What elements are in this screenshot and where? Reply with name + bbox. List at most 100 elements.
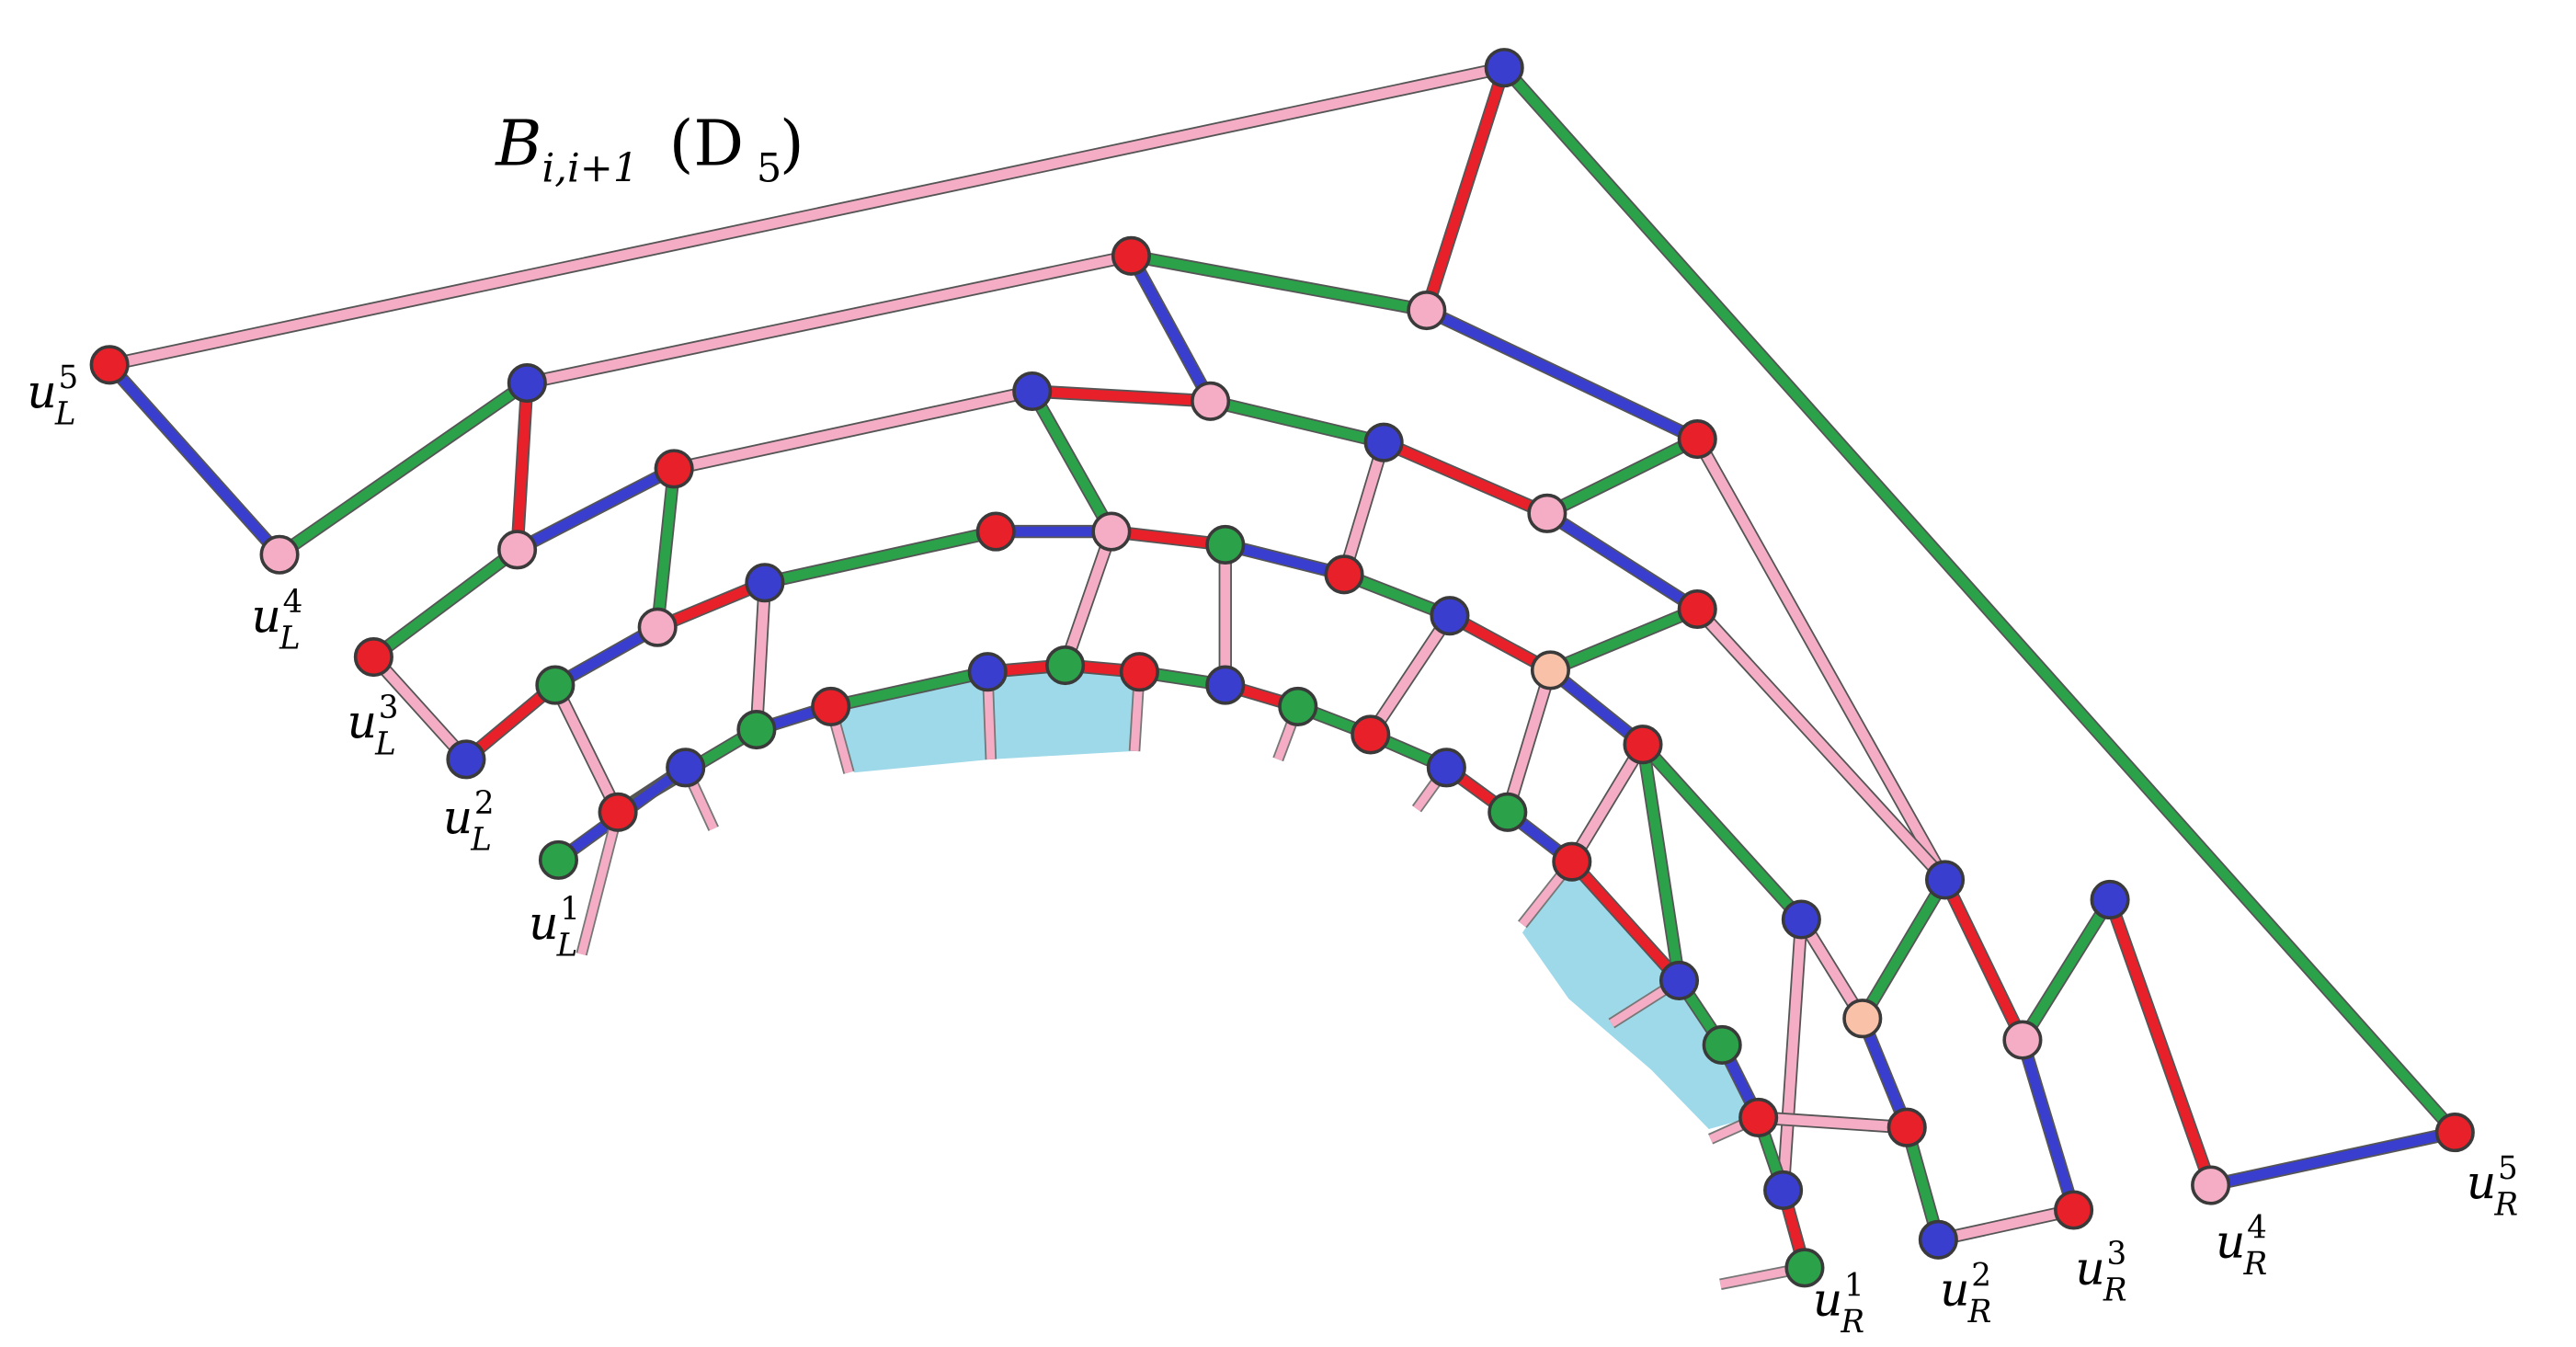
edge-pink <box>550 679 623 817</box>
edge-pink <box>1692 604 1950 885</box>
label-uL3: u L 3 <box>348 690 399 762</box>
node-green <box>1045 645 1086 686</box>
node-green <box>1702 1024 1742 1065</box>
node-blue <box>1781 899 1821 940</box>
edge-green <box>759 526 1001 588</box>
label-uL5-var: u <box>27 364 56 418</box>
edge-green <box>1857 874 1950 1024</box>
edge-blue <box>1220 540 1350 580</box>
edge-red <box>1378 437 1553 519</box>
label-uR2-sub: R <box>1967 1294 1992 1330</box>
label-uR4-sup: 4 <box>2247 1210 2267 1247</box>
node-salmon <box>1842 999 1883 1039</box>
shaded-region-top-right <box>990 671 1140 759</box>
title-argument: (D <box>669 108 744 181</box>
label-uL1-sup: 1 <box>560 891 580 928</box>
node-red <box>2054 1190 2094 1230</box>
label-uR4-sub: R <box>2243 1246 2268 1283</box>
edge-pink <box>751 577 770 735</box>
label-uL5-sup: 5 <box>58 360 78 396</box>
edge-red <box>1567 856 1684 986</box>
node-blue <box>745 563 785 603</box>
label-uR3-sub: R <box>2103 1273 2127 1309</box>
node-red <box>1119 652 1159 692</box>
label-uL2-sub: L <box>470 822 492 859</box>
edge-blue <box>1126 250 1216 406</box>
label-uL3-sup: 3 <box>379 690 399 726</box>
node-red <box>353 637 393 678</box>
node-blue <box>507 362 547 404</box>
edge-green <box>1205 395 1389 448</box>
label-uR3-sup: 3 <box>2106 1236 2126 1273</box>
label-uR5: u R 5 <box>2467 1150 2518 1223</box>
node-blue <box>1012 371 1053 412</box>
node-red <box>89 345 130 385</box>
node-pink <box>497 530 538 570</box>
edge-pink <box>368 652 472 765</box>
label-uR3-var: u <box>2075 1241 2104 1296</box>
edge-green <box>368 544 522 662</box>
node-green <box>736 709 777 750</box>
node-red <box>1677 419 1717 460</box>
node-green <box>1487 792 1528 832</box>
edge-pink <box>1060 526 1117 670</box>
node-blue <box>666 748 706 788</box>
node-salmon <box>1530 650 1571 691</box>
label-uL5-sub: L <box>54 395 76 432</box>
node-blue <box>446 739 486 780</box>
node-blue <box>1925 860 1966 900</box>
edge-green <box>2017 895 2115 1045</box>
node-red <box>1738 1097 1779 1137</box>
edge-green <box>652 463 679 633</box>
edge-red <box>512 378 532 555</box>
node-green <box>1278 686 1318 726</box>
label-uL3-sub: L <box>374 725 396 762</box>
node-red <box>1552 841 1592 882</box>
edge-green <box>1499 63 2460 1137</box>
edge-green <box>1542 434 1703 519</box>
edge-pink <box>1932 1204 2079 1245</box>
label-uR1-var: u <box>1813 1273 1842 1327</box>
label-uL2-var: u <box>443 791 473 845</box>
edges <box>102 61 2462 1275</box>
label-uL4: u L 4 <box>252 584 303 656</box>
label-uL1-var: u <box>529 896 558 951</box>
node-pink <box>1407 290 1447 331</box>
node-blue <box>967 652 1008 692</box>
label-uR3: u R 3 <box>2075 1236 2126 1308</box>
edge-green <box>1126 250 1432 315</box>
node-pink <box>259 534 300 575</box>
edge-red <box>1421 63 1510 315</box>
edge-blue <box>512 463 679 555</box>
edge-pink <box>1692 434 1950 885</box>
edge-blue <box>104 360 285 560</box>
edge-pink <box>1567 739 1648 867</box>
edge-red <box>1027 386 1216 406</box>
edge-green <box>1545 604 1703 676</box>
edge-green <box>1637 739 1684 986</box>
label-uR2-sup: 2 <box>1971 1258 1991 1295</box>
label-uL4-var: u <box>252 589 281 644</box>
shaded-region-right <box>1522 862 1757 1130</box>
diagram-title: B i,i+1 (D 5 ) <box>494 108 804 192</box>
node-blue <box>1205 665 1246 705</box>
edge-pink <box>1778 914 1807 1195</box>
label-uL2: u L 2 <box>443 785 495 858</box>
shaded-region-top-left <box>830 671 991 773</box>
node-blue <box>1658 960 1700 1000</box>
edge-blue <box>1421 305 1703 444</box>
edge-pink <box>521 250 1136 388</box>
label-uR2-var: u <box>1940 1262 1969 1317</box>
node-red <box>1623 725 1663 765</box>
node-red <box>1677 588 1717 630</box>
node-red <box>598 792 638 832</box>
title-close-paren: ) <box>780 108 804 181</box>
label-uR1: u R 1 <box>1813 1267 1864 1340</box>
node-red <box>811 686 851 726</box>
node-pink <box>2191 1165 2231 1205</box>
node-green <box>1205 524 1246 565</box>
title-base: B <box>494 108 541 181</box>
node-green <box>538 839 579 880</box>
edge-red <box>2104 895 2216 1191</box>
label-uL4-sup: 4 <box>283 584 303 621</box>
